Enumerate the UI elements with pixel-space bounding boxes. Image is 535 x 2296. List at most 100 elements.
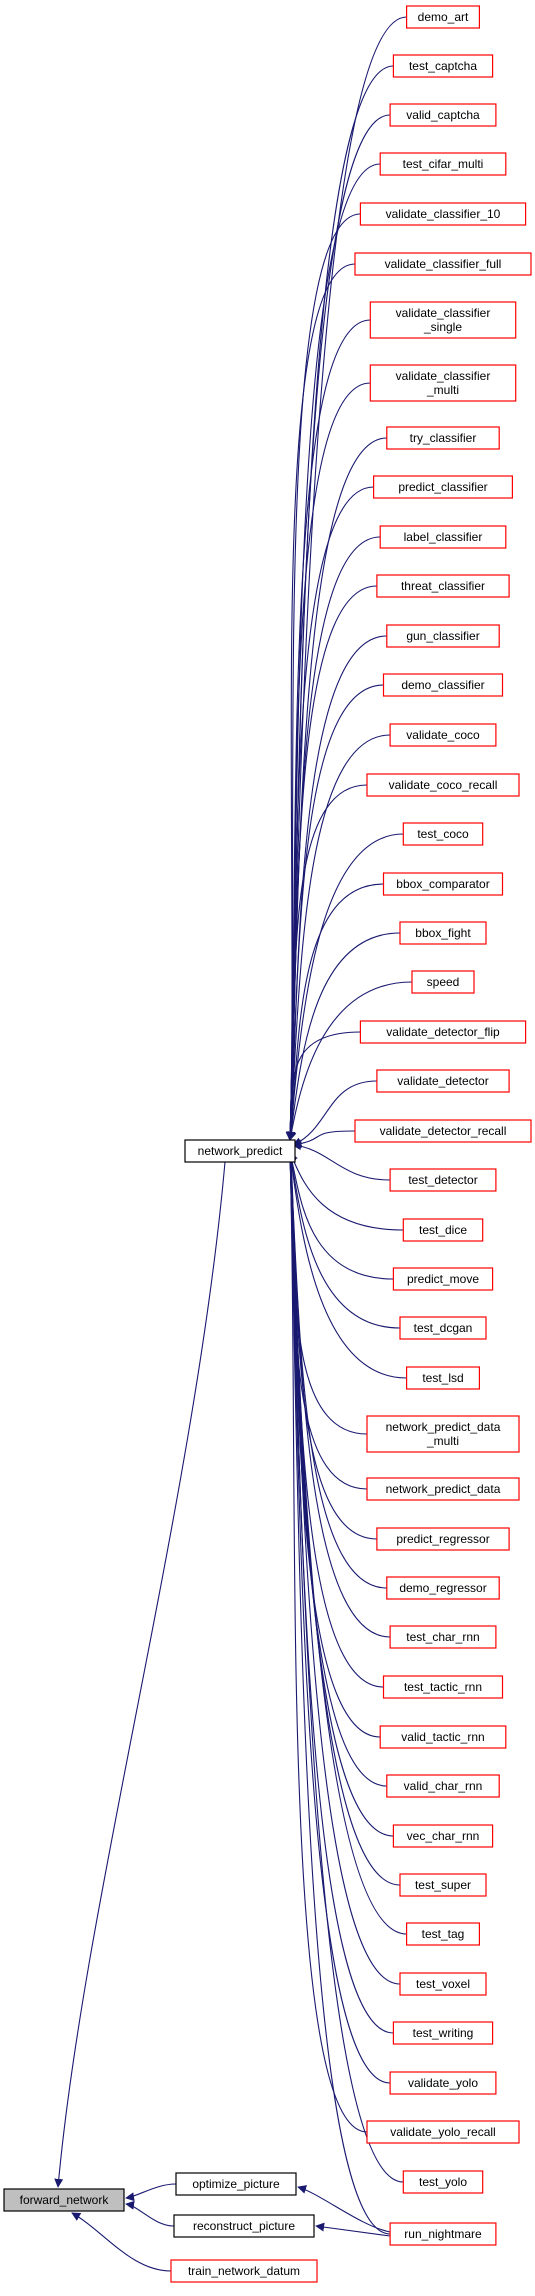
node-validate-classifier-full[interactable]: validate_classifier_full	[354, 252, 532, 276]
node-demo-art[interactable]: demo_art	[406, 5, 481, 29]
node-threat-classifier[interactable]: threat_classifier	[376, 574, 510, 598]
node-box	[382, 1675, 504, 1699]
node-label: network_predict	[198, 1144, 283, 1158]
node-bbox-comparator[interactable]: bbox_comparator	[382, 872, 504, 896]
node-label: validate_yolo	[408, 2076, 478, 2090]
node-label: threat_classifier	[401, 579, 485, 593]
node-label: test_coco	[417, 827, 469, 841]
node-box	[389, 1625, 497, 1649]
node-box	[386, 1774, 500, 1798]
edge-reconstruct-picture-to-root	[125, 2200, 175, 2227]
node-box	[399, 1972, 487, 1996]
node-label: validate_classifier_10	[386, 207, 501, 221]
node-test-yolo[interactable]: test_yolo	[402, 2170, 484, 2194]
node-box	[389, 723, 497, 747]
node-test-tag[interactable]: test_tag	[406, 1922, 481, 1946]
node-box	[366, 2120, 520, 2144]
node-try-classifier[interactable]: try_classifier	[386, 426, 500, 450]
node-forward-network[interactable]: forward_network	[3, 2188, 125, 2212]
node-test-captcha[interactable]: test_captcha	[392, 54, 494, 78]
node-box	[354, 1119, 532, 1143]
node-test-cifar-multi[interactable]: test_cifar_multi	[379, 152, 507, 176]
edge-test-voxel-to-hub	[285, 1152, 401, 1985]
node-validate-classifier-10[interactable]: validate_classifier_10	[359, 202, 527, 226]
node-test-char-rnn[interactable]: test_char_rnn	[389, 1625, 497, 1649]
node-label: optimize_picture	[192, 2177, 280, 2191]
edge-validate-coco-to-hub	[286, 734, 391, 1141]
node-predict-classifier[interactable]: predict_classifier	[373, 475, 514, 499]
node-label: try_classifier	[410, 431, 477, 445]
node-box	[359, 202, 527, 226]
edge-test-char-rnn-to-hub	[286, 1152, 391, 1638]
node-demo-classifier[interactable]: demo_classifier	[382, 673, 504, 697]
node-test-voxel[interactable]: test_voxel	[399, 1972, 487, 1996]
node-validate-detector-recall[interactable]: validate_detector_recall	[354, 1119, 532, 1143]
node-test-writing[interactable]: test_writing	[392, 2021, 494, 2045]
node-box	[386, 426, 500, 450]
node-test-tactic-rnn[interactable]: test_tactic_rnn	[382, 1675, 504, 1699]
node-network-predict-data-multi[interactable]: network_predict_data_multi	[366, 1415, 520, 1453]
node-label: valid_tactic_rnn	[401, 1730, 484, 1744]
node-box	[389, 103, 497, 127]
node-gun-classifier[interactable]: gun_classifier	[386, 624, 500, 648]
node-box	[392, 1824, 494, 1848]
node-label: predict_classifier	[398, 480, 487, 494]
node-validate-classifier-single[interactable]: validate_classifier_single	[369, 301, 517, 339]
node-reconstruct-picture[interactable]: reconstruct_picture	[173, 2214, 315, 2238]
edges-layer	[54, 16, 413, 2272]
node-label: test_dice	[419, 1223, 467, 1237]
node-box	[406, 1366, 481, 1390]
edge-run-nightmare-to-hub	[285, 1152, 391, 2235]
node-box	[389, 1168, 497, 1192]
node-label: validate_detector_flip	[386, 1025, 500, 1039]
edge-optimize-picture-to-root	[125, 2183, 177, 2202]
node-network-predict-data[interactable]: network_predict_data	[366, 1477, 520, 1501]
node-vec-char-rnn[interactable]: vec_char_rnn	[392, 1824, 494, 1848]
node-speed[interactable]: speed	[411, 970, 475, 994]
node-predict-move[interactable]: predict_move	[392, 1267, 494, 1291]
node-validate-yolo[interactable]: validate_yolo	[389, 2071, 497, 2095]
node-test-detector[interactable]: test_detector	[389, 1168, 497, 1192]
node-valid-tactic-rnn[interactable]: valid_tactic_rnn	[379, 1725, 507, 1749]
edge-test-detector-to-hub	[292, 1141, 391, 1181]
node-test-dcgan[interactable]: test_dcgan	[399, 1316, 487, 1340]
node-predict-regressor[interactable]: predict_regressor	[376, 1527, 510, 1551]
node-label-classifier[interactable]: label_classifier	[379, 525, 507, 549]
node-label: valid_captcha	[406, 108, 480, 122]
node-valid-captcha[interactable]: valid_captcha	[389, 103, 497, 127]
node-validate-coco[interactable]: validate_coco	[389, 723, 497, 747]
node-test-dice[interactable]: test_dice	[402, 1218, 484, 1242]
node-box	[382, 673, 504, 697]
node-label: gun_classifier	[406, 629, 479, 643]
node-box	[173, 2214, 315, 2238]
node-box	[402, 822, 484, 846]
node-demo-regressor[interactable]: demo_regressor	[386, 1576, 500, 1600]
node-network-predict[interactable]: network_predict	[184, 1139, 296, 1163]
node-test-coco[interactable]: test_coco	[402, 822, 484, 846]
node-box	[392, 1267, 494, 1291]
node-bbox-fight[interactable]: bbox_fight	[399, 921, 487, 945]
node-validate-classifier-multi[interactable]: validate_classifier_multi	[369, 364, 517, 402]
node-validate-yolo-recall[interactable]: validate_yolo_recall	[366, 2120, 520, 2144]
node-train-network-datum[interactable]: train_network_datum	[170, 2259, 318, 2283]
node-optimize-picture[interactable]: optimize_picture	[175, 2172, 297, 2196]
node-validate-detector[interactable]: validate_detector	[376, 1069, 510, 1093]
node-test-lsd[interactable]: test_lsd	[406, 1366, 481, 1390]
node-box	[399, 1316, 487, 1340]
node-valid-char-rnn[interactable]: valid_char_rnn	[386, 1774, 500, 1798]
node-label: _multi	[426, 383, 459, 397]
node-label: reconstruct_picture	[193, 2219, 295, 2233]
node-run-nightmare[interactable]: run_nightmare	[389, 2222, 497, 2246]
node-label: test_tactic_rnn	[404, 1680, 482, 1694]
node-label: network_predict_data	[386, 1482, 501, 1496]
node-box	[389, 2071, 497, 2095]
node-validate-coco-recall[interactable]: validate_coco_recall	[366, 773, 520, 797]
node-label: test_cifar_multi	[403, 157, 484, 171]
node-label: label_classifier	[404, 530, 483, 544]
node-validate-detector-flip[interactable]: validate_detector_flip	[359, 1020, 527, 1044]
node-box	[399, 1873, 487, 1897]
node-box	[184, 1139, 296, 1163]
node-box	[379, 1725, 507, 1749]
node-test-super[interactable]: test_super	[399, 1873, 487, 1897]
node-label: validate_classifier	[396, 369, 491, 383]
